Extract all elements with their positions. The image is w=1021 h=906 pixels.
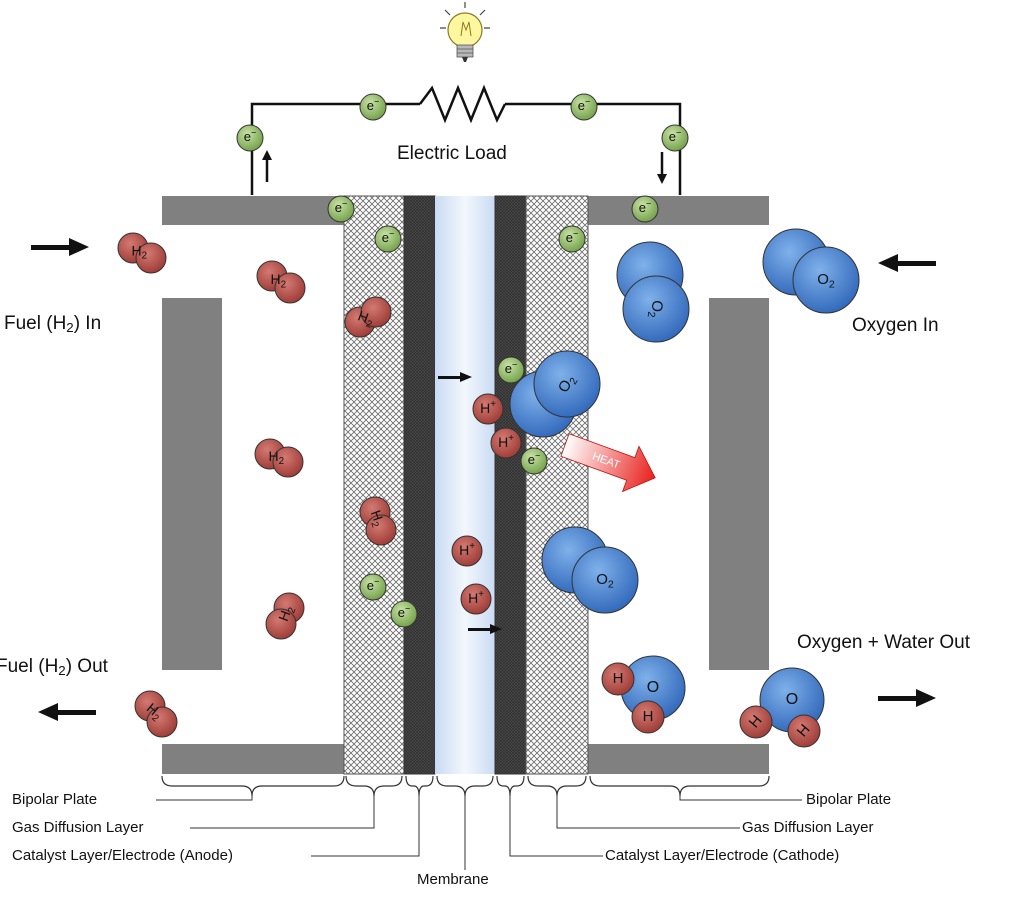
h2-molecule-1: H2 <box>117 232 167 274</box>
o2-molecule-3: O2 <box>509 350 601 438</box>
oxygen-in-label: Oxygen In <box>852 315 939 336</box>
svg-text:H: H <box>613 670 624 687</box>
svg-text:e−: e− <box>335 199 348 216</box>
svg-text:e−: e− <box>505 360 518 377</box>
gas-diffusion-layer-left-label: Gas Diffusion Layer <box>12 819 144 836</box>
svg-text:H2: H2 <box>132 242 148 261</box>
svg-text:O2: O2 <box>817 271 835 290</box>
svg-text:H2: H2 <box>275 603 298 624</box>
svg-text:e−: e− <box>639 199 652 216</box>
bipolar-plate-right-label: Bipolar Plate <box>806 791 892 808</box>
proton-1: H+ <box>472 393 504 425</box>
flow-arrows <box>31 238 936 721</box>
h2-molecule-5: H2 <box>359 496 397 546</box>
electron-11: e− <box>359 573 387 601</box>
electron-5: e− <box>327 195 355 223</box>
h2-molecule-2: H2 <box>256 260 306 304</box>
svg-text:H2: H2 <box>355 307 376 330</box>
membrane-label: Membrane <box>417 871 489 888</box>
layer-braces <box>161 775 770 797</box>
resistor-symbol <box>419 84 507 124</box>
anode-bipolar-plate <box>162 196 344 774</box>
electron-4: e− <box>661 124 689 152</box>
electron-6: e− <box>631 195 659 223</box>
o2-molecule-1: O2 <box>616 241 690 343</box>
svg-text:e−: e− <box>367 97 380 114</box>
electron-12: e− <box>390 600 418 628</box>
o2-molecule-4: O2 <box>541 526 639 614</box>
anode-gas-diffusion-layer <box>343 195 405 775</box>
heat-arrow: HEAT <box>560 433 656 493</box>
electron-3: e− <box>236 124 264 152</box>
svg-text:e−: e− <box>578 97 591 114</box>
leader-lines <box>156 796 802 870</box>
h2-molecule-7: H2 <box>134 690 178 738</box>
fuel-out-label: Fuel (H2) Out <box>0 656 108 678</box>
electron-8: e− <box>558 225 586 253</box>
proton-4: H+ <box>460 583 492 615</box>
svg-text:e−: e− <box>566 229 579 246</box>
electron-2: e− <box>570 93 598 121</box>
svg-text:e−: e− <box>367 577 380 594</box>
svg-text:e−: e− <box>382 229 395 246</box>
svg-text:H2: H2 <box>271 271 287 290</box>
svg-text:H+: H+ <box>498 433 514 450</box>
h2-molecule-6: H2 <box>265 592 305 640</box>
svg-text:H+: H+ <box>468 589 484 606</box>
svg-text:O2: O2 <box>596 571 614 590</box>
cathode-bipolar-plate <box>588 196 769 774</box>
svg-text:H+: H+ <box>480 399 496 416</box>
svg-text:O2: O2 <box>555 372 581 397</box>
electron-7: e− <box>374 225 402 253</box>
svg-text:H2: H2 <box>269 448 285 467</box>
svg-text:O: O <box>647 679 659 696</box>
anode-catalyst-layer <box>403 195 436 775</box>
svg-text:e−: e− <box>528 451 541 468</box>
electron-1: e− <box>359 93 387 121</box>
gas-diffusion-layer-right-label: Gas Diffusion Layer <box>742 819 874 836</box>
svg-text:e−: e− <box>244 128 257 145</box>
catalyst-cathode-label: Catalyst Layer/Electrode (Cathode) <box>605 847 840 864</box>
electron-10: e− <box>520 447 548 475</box>
catalyst-anode-label: Catalyst Layer/Electrode (Anode) <box>12 847 233 864</box>
cathode-gas-diffusion-layer <box>525 195 589 775</box>
o2-molecule-2: O2 <box>762 228 860 314</box>
cathode-catalyst-layer <box>494 195 527 775</box>
svg-text:O2: O2 <box>645 299 666 318</box>
electric-load-label: Electric Load <box>397 143 507 164</box>
membrane <box>435 196 495 774</box>
svg-text:H: H <box>643 708 654 725</box>
h2-molecule-3: H2 <box>344 296 392 338</box>
svg-text:e−: e− <box>398 604 411 621</box>
h2-molecule-4: H2 <box>254 438 304 478</box>
svg-text:e−: e− <box>669 128 682 145</box>
fuel-in-label: Fuel (H2) In <box>4 313 102 335</box>
proton-2: H+ <box>490 427 522 459</box>
water-molecule-1: OHH <box>601 655 686 734</box>
proton-3: H+ <box>451 535 483 567</box>
oxygen-water-out-label: Oxygen + Water Out <box>797 632 971 653</box>
electron-9: e− <box>497 356 525 384</box>
svg-text:H+: H+ <box>459 541 475 558</box>
light-bulb-icon <box>440 2 490 62</box>
bipolar-plate-left-label: Bipolar Plate <box>12 791 98 808</box>
svg-text:O: O <box>786 691 798 708</box>
